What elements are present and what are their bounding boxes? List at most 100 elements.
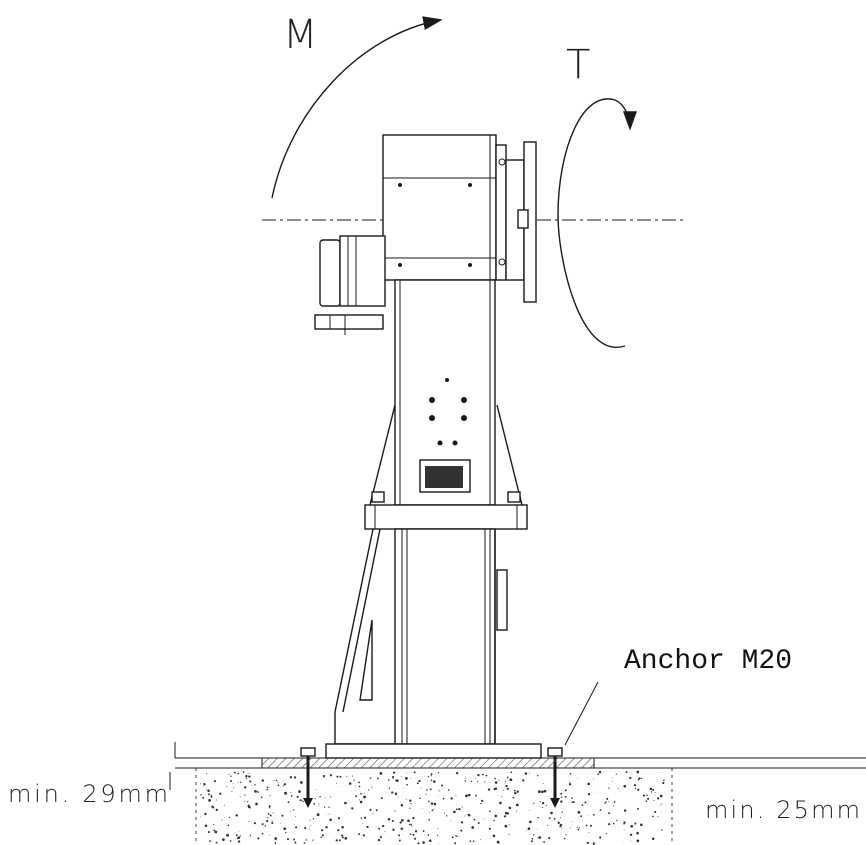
concrete-speck — [608, 801, 610, 802]
concrete-speck — [207, 831, 210, 834]
torque-arrow — [557, 98, 637, 349]
anchor-bolt-left — [300, 747, 316, 808]
concrete-speck — [372, 812, 374, 815]
concrete-speck — [363, 816, 367, 819]
concrete-speck — [563, 837, 566, 840]
concrete-speck — [450, 820, 452, 822]
positioner-head — [382, 134, 537, 303]
concrete-speck — [312, 818, 315, 820]
concrete-speck — [269, 814, 272, 817]
concrete-speck — [319, 795, 321, 798]
concrete-speck — [504, 811, 508, 815]
concrete-speck — [293, 809, 295, 811]
concrete-speck — [290, 791, 292, 793]
concrete-speck — [358, 833, 361, 836]
concrete-speck — [425, 793, 427, 795]
concrete-speck — [489, 837, 491, 839]
concrete-speck — [358, 785, 361, 788]
concrete-speck — [541, 790, 544, 794]
concrete-speck — [216, 799, 217, 801]
concrete-speck — [287, 801, 290, 804]
concrete-speck — [395, 779, 398, 782]
concrete-speck — [253, 822, 256, 825]
concrete-speck — [634, 787, 637, 790]
concrete-speck — [654, 792, 656, 794]
concrete-speck — [430, 775, 432, 777]
concrete-speck — [652, 788, 655, 791]
concrete-speck — [565, 834, 567, 836]
concrete-speck — [506, 776, 509, 779]
concrete-speck — [309, 819, 311, 821]
concrete-speck — [613, 805, 615, 807]
concrete-speck — [430, 779, 433, 782]
concrete-speck — [529, 820, 532, 824]
concrete-speck — [300, 781, 303, 784]
concrete-speck — [344, 801, 347, 805]
concrete-speck — [657, 771, 659, 773]
concrete-speck — [296, 795, 299, 798]
concrete-speck — [237, 840, 241, 843]
concrete-speck — [467, 793, 471, 797]
concrete-speck — [450, 797, 453, 800]
concrete-speck — [268, 807, 270, 809]
concrete-speck — [477, 773, 480, 777]
concrete-speck — [261, 779, 265, 782]
drive-motor — [314, 235, 386, 335]
concrete-speck — [593, 778, 595, 780]
concrete-speck — [493, 819, 495, 822]
concrete-speck — [375, 809, 378, 812]
concrete-speck — [362, 834, 365, 837]
concrete-speck — [430, 773, 433, 776]
concrete-speck — [657, 816, 659, 818]
concrete-speck — [337, 829, 340, 832]
concrete-speck — [407, 819, 410, 823]
concrete-speck — [458, 807, 461, 811]
concrete-speck — [623, 829, 625, 831]
concrete-speck — [485, 774, 488, 777]
concrete-speck — [611, 780, 613, 782]
concrete-speck — [623, 841, 624, 842]
concrete-speck — [577, 778, 578, 779]
concrete-speck — [379, 772, 383, 775]
concrete-speck — [239, 835, 241, 837]
concrete-speck — [533, 802, 535, 804]
concrete-speck — [351, 775, 353, 777]
concrete-speck — [316, 813, 320, 817]
concrete-speck — [244, 794, 246, 796]
concrete-speck — [539, 801, 541, 803]
concrete-speck — [305, 839, 308, 841]
concrete-speck — [280, 823, 282, 824]
concrete-speck — [215, 808, 218, 812]
concrete-speck — [585, 824, 588, 827]
concrete-speck — [266, 820, 269, 823]
concrete-speck — [482, 773, 484, 776]
concrete-speck — [580, 815, 583, 818]
concrete-speck — [323, 806, 326, 808]
concrete-speck — [363, 792, 365, 794]
concrete-speck — [239, 796, 241, 798]
concrete-speck — [202, 796, 205, 799]
concrete-speck — [659, 794, 663, 798]
concrete-speck — [337, 817, 341, 820]
concrete-speck — [318, 803, 320, 805]
concrete-speck — [248, 821, 250, 822]
concrete-speck — [335, 839, 338, 842]
concrete-speck — [488, 827, 491, 830]
concrete-speck — [304, 827, 307, 830]
concrete-speck — [328, 806, 330, 808]
concrete-speck — [577, 811, 581, 814]
concrete-speck — [409, 833, 412, 835]
concrete-speck — [597, 773, 598, 775]
concrete-speck — [395, 793, 398, 796]
concrete-speck — [515, 803, 519, 807]
concrete-speck — [406, 783, 408, 786]
concrete-speck — [569, 781, 571, 783]
concrete-speck — [542, 783, 544, 784]
concrete-speck — [303, 842, 306, 844]
concrete-speck — [503, 790, 505, 792]
concrete-speck — [619, 790, 620, 792]
concrete-speck — [232, 783, 234, 784]
concrete-speck — [429, 788, 432, 791]
concrete-speck — [550, 811, 553, 815]
upper-gusset-right — [496, 404, 523, 506]
